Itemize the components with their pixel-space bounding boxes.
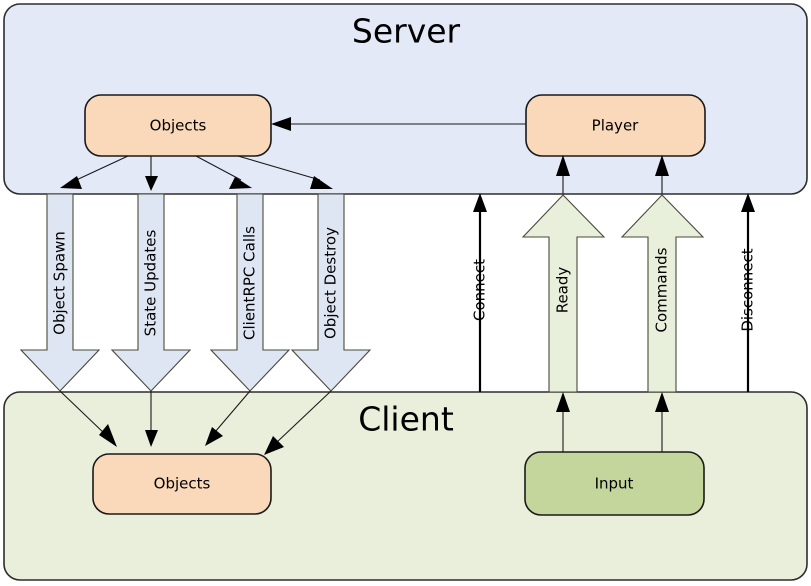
ready-player-arrowhead [556,155,570,176]
client-objects-fanin [59,390,332,455]
fanin-spawn-arrowhead [99,424,117,447]
server-objects-node[interactable]: Objects [84,94,272,157]
server-player-label: Player [592,117,640,135]
flow-state-updates: State Updates [110,193,192,392]
client-objects-node[interactable]: Objects [92,453,272,515]
object-spawn-block-arrow [19,193,101,392]
flow-object-spawn: Object Spawn [19,193,101,392]
server-player-node[interactable]: Player [525,94,706,157]
flow-ready: Ready [521,194,606,393]
server-panel-title: Server [352,12,461,51]
link-player-to-objects [271,117,526,131]
disconnect-arrowhead [741,193,755,212]
client-panel: Client [3,391,808,581]
flow-clientrpc-calls: ClientRPC Calls [209,193,291,392]
disconnect-label: Disconnect [739,248,757,331]
clientrpc-calls-block-arrow [209,193,291,392]
object-destroy-block-arrow [290,193,372,392]
player-to-objects-arrowhead [271,117,291,131]
flow-disconnect: Disconnect [739,193,757,392]
fanin-rpc-arrowhead [205,427,223,446]
ready-label: Ready [554,267,572,314]
fanout-destroy-arrowhead [310,176,333,189]
object-destroy-label: Object Destroy [322,227,340,339]
connect-label: Connect [471,259,489,321]
fanout-spawn-arrowhead [60,176,82,189]
fanin-destroy-arrowhead [264,436,284,455]
commands-label: Commands [653,247,671,332]
state-updates-block-arrow [110,193,192,392]
fanout-state-arrowhead [145,176,158,191]
fanout-rpc-arrowhead [229,177,252,189]
client-objects-label: Objects [154,475,211,493]
client-input-fanout [556,392,669,452]
player-fanin [556,155,669,194]
fanin-state-arrowhead [145,430,158,447]
connect-arrowhead [473,193,487,212]
commands-player-arrowhead [655,155,669,176]
input-commands-arrowhead [655,392,669,412]
server-objects-fanout [60,155,333,191]
input-ready-arrowhead [556,392,570,412]
flow-object-destroy: Object Destroy [290,193,372,392]
clientrpc-calls-label: ClientRPC Calls [241,226,259,340]
client-panel-title: Client [358,400,454,439]
flow-commands: Commands [620,194,705,393]
client-input-label: Input [595,475,634,493]
object-spawn-label: Object Spawn [51,231,69,335]
client-input-node[interactable]: Input [524,451,705,516]
state-updates-label: State Updates [142,230,160,337]
server-objects-label: Objects [150,117,207,135]
flow-connect: Connect [471,193,489,392]
